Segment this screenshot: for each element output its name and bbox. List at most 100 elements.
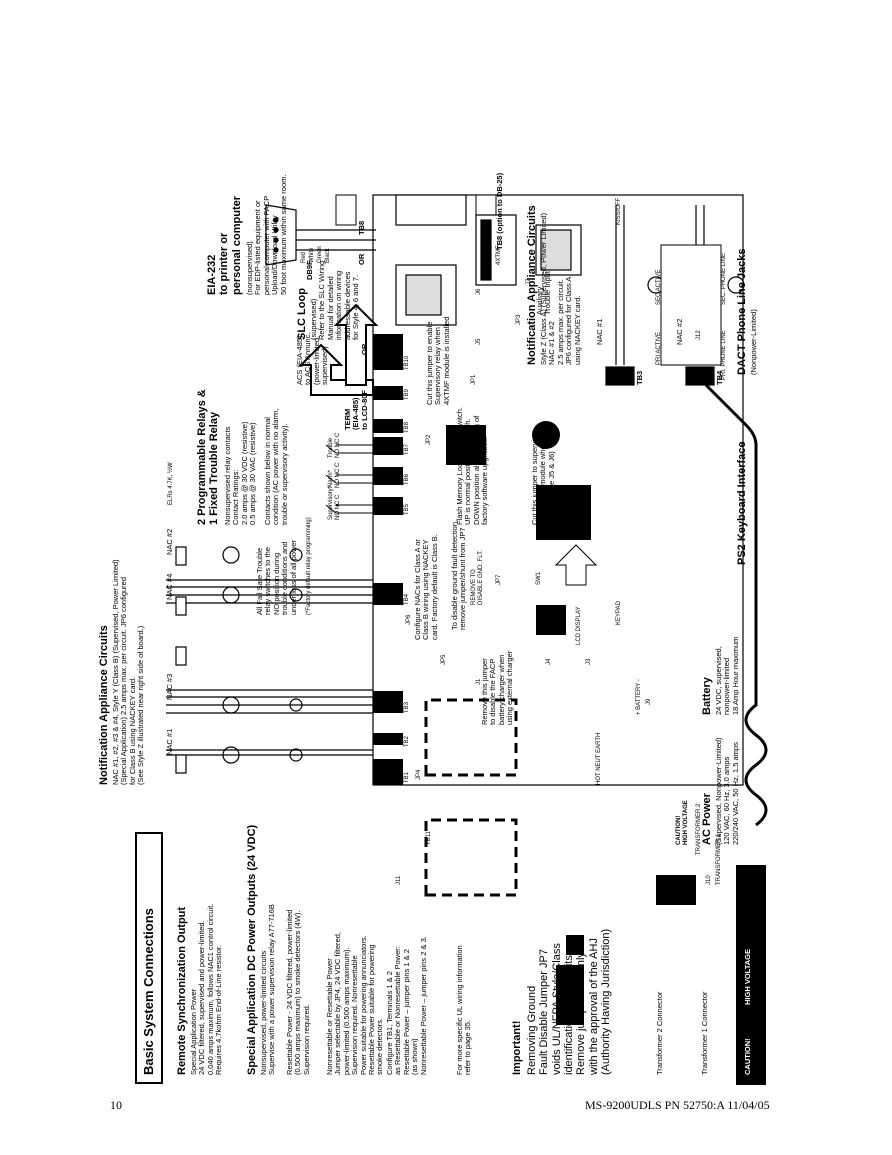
- j11-label: J11: [396, 875, 402, 885]
- nac-z-label-2: NAC #2: [675, 318, 684, 345]
- ps2-cable: [704, 383, 768, 827]
- high-voltage-text: HIGH VOLTAGE: [743, 949, 752, 1005]
- keypad-label: KEYPAD: [616, 601, 622, 625]
- ic-2: [536, 605, 566, 635]
- tb6-label: TB6: [404, 473, 410, 485]
- elr-note: ELRs 4.7K, ½W: [168, 462, 174, 505]
- main-board: [372, 194, 744, 786]
- tb5-block: [373, 497, 403, 515]
- keyboard: [660, 244, 722, 366]
- sec-phone-line-label: SEC. PHONE LINE: [721, 252, 727, 305]
- tb8-board-label: TB8: [404, 421, 410, 433]
- j4-label: J4: [546, 658, 552, 665]
- tb8-label: TB8: [357, 220, 366, 235]
- terminal-blocks: [373, 334, 403, 785]
- relays-shown: Contacts shown below in normal condition…: [263, 408, 289, 525]
- term-label: TERM (EIA-485) to LCD-80F: [343, 390, 369, 430]
- transformer1-outline: [424, 818, 518, 897]
- remote-sync-title: Remote Synchronization Output: [176, 906, 188, 1075]
- tb9-label: TB9: [404, 388, 410, 400]
- slc-body: (supervised) Refer to the SLC Wiring Man…: [309, 260, 360, 340]
- configure-tb1-note: Configure TB1, Terminals 1 & 2 as Resett…: [385, 936, 428, 1075]
- battery-title: Battery: [701, 677, 713, 715]
- nac-label-3: NAC #3: [165, 673, 174, 700]
- ac-power-title: AC Power: [701, 793, 713, 845]
- or-label-2: OR: [357, 253, 366, 265]
- jp4-label: JP4: [416, 769, 422, 780]
- buzzer: [532, 421, 560, 449]
- slc-title: SLC Loop: [296, 288, 308, 340]
- jp1-label: JP1: [471, 374, 477, 385]
- db9f-label: DB9F: [305, 260, 314, 280]
- dact-body: (Nonpower-Limited): [749, 309, 758, 375]
- wire-black: Black: [325, 248, 331, 263]
- caution-board-label: CAUTION! HIGH VOLTAGE: [676, 800, 689, 845]
- battery-2: [566, 935, 584, 955]
- nac-label-1: NAC #1: [165, 728, 174, 755]
- tb10-block: [373, 334, 403, 370]
- note-cut-4xtmf: Cut this jumper to enable Supervisory re…: [425, 316, 451, 405]
- note-aux-trouble: Auxiliary Trouble Input: [535, 271, 553, 315]
- or-label-1: OR: [360, 343, 369, 355]
- note-remove-flt: REMOVE TO DISABLE GND. FLT.: [471, 550, 484, 605]
- jp7-label: JP7: [496, 574, 502, 585]
- resettable-power-note: Resettable Power - 24 VDC filtered, powe…: [285, 909, 311, 1075]
- relay-contacts: [325, 444, 373, 514]
- nac-top-title: Notification Appliance Circuits: [98, 625, 110, 785]
- wire-green: Green: [317, 246, 323, 263]
- tb10-label: TB10: [404, 355, 410, 370]
- jp5-label: JP5: [441, 654, 447, 665]
- j1-label: J1: [476, 678, 482, 685]
- note-configure-nac: Configure NACs for Class A or Class B wi…: [413, 534, 439, 640]
- nac-z-label-1: NAC #1: [595, 318, 604, 345]
- nac-style-y-wiring: [166, 546, 373, 774]
- nonresettable-power-note: Nonresettable or Resettable Power Jumper…: [325, 932, 385, 1075]
- kiss-off-label: KISS/OFF: [616, 197, 622, 225]
- tb2-label: TB2: [404, 735, 410, 747]
- jp3-label: JP3: [516, 314, 522, 325]
- tb1-label: TB1: [404, 771, 410, 783]
- page-title: Basic System Connections: [141, 908, 156, 1075]
- tb6-block: [373, 467, 403, 485]
- eia232-title: EIA-232 to printer or personal computer: [206, 195, 243, 295]
- important-text: Removing Ground Fault Disable Jumper JP7…: [526, 928, 612, 1075]
- relays-factory: (*Factory default relay programming): [306, 517, 312, 615]
- tb4-block: [373, 583, 403, 605]
- relay-header-alarm: Alarm* NO NC C: [328, 462, 341, 488]
- lcd-display-label: LCD DISPLAY: [576, 606, 582, 645]
- relays-body: Nonsupervised relay contacts Contact Rat…: [223, 421, 258, 525]
- transformer2-connector: Transformer 2 Connector: [655, 991, 664, 1075]
- db9f-connector: [265, 204, 376, 266]
- relay-header-trouble: Trouble NO NC C: [328, 432, 341, 458]
- dc-power-body: Nonsupervised, power-limited circuits Su…: [259, 904, 277, 1075]
- j10-label: J10: [706, 875, 712, 885]
- transformer1-connector: Transformer 1 Connector: [700, 991, 709, 1075]
- tb3-block: [373, 691, 403, 713]
- wire-white: White: [309, 247, 315, 263]
- j3-label: J3: [586, 658, 592, 665]
- battery-plus-minus-label: + BATTERY -: [636, 679, 642, 715]
- tb5-label: TB5: [404, 503, 410, 515]
- 4xtmf-label: 4XTMF: [496, 245, 502, 265]
- tb11-label: TB11: [426, 831, 432, 845]
- ic-1: [536, 485, 591, 540]
- title-box: [135, 832, 163, 1084]
- j5-label: J5: [476, 338, 482, 345]
- relays-title: 2 Programmable Relays & 1 Fixed Trouble …: [196, 389, 221, 525]
- remote-sync-body: Special Application Power 24 VDC filtere…: [189, 903, 224, 1075]
- tb8-option-label: TB8 (option to DB-25): [495, 172, 504, 250]
- eia232-body: (nonsupervised) For EDP-listed equipment…: [245, 174, 288, 295]
- ul-info-note: For more specific UL wiring information …: [455, 945, 473, 1075]
- dc-power-title: Special Application DC Power Outputs (24…: [246, 824, 258, 1075]
- transformer2-outline: [424, 698, 518, 777]
- note-flash-switch: Flash Memory Load Enable Switch. UP is n…: [455, 407, 490, 525]
- tb8-connector: [335, 194, 357, 226]
- dact-title: DACT Phone Line Jacks: [736, 248, 748, 375]
- caution-band: [736, 865, 766, 1085]
- note-charger: Remove this jumper to disable the FACP b…: [480, 650, 515, 725]
- printer-and-computer-icons: [395, 194, 582, 326]
- tb2-block: [373, 733, 403, 745]
- pri-phone-line-label: PRI. PHONE LINE: [721, 330, 727, 380]
- important-lead: Important!: [511, 1020, 523, 1075]
- battery-body: 24 VDC, supervised, nonpower-limited 18 …: [714, 636, 740, 715]
